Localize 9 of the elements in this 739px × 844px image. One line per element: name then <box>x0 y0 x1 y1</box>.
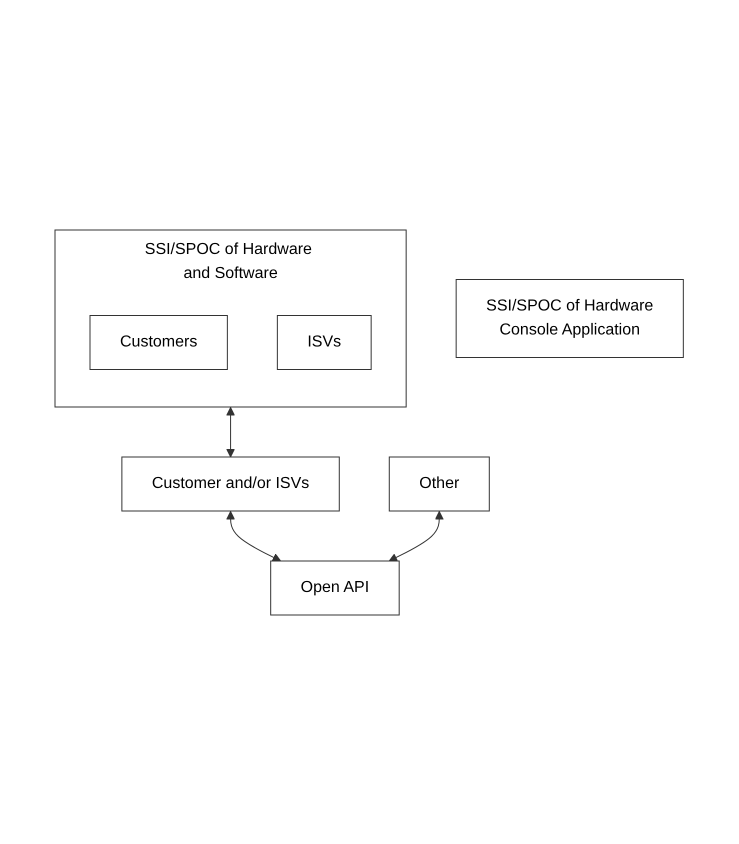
node-box: Customers <box>90 314 228 370</box>
node-box: ISVs <box>277 314 372 370</box>
arrow <box>226 406 236 457</box>
arrow <box>226 510 282 561</box>
node-box: SSI/SPOC of Hardware Console Application <box>456 278 684 358</box>
node-box: Open API <box>270 560 400 615</box>
node-box: Other <box>389 456 490 511</box>
node-box: Customer and/or ISVs <box>122 456 340 511</box>
arrow <box>389 510 444 561</box>
